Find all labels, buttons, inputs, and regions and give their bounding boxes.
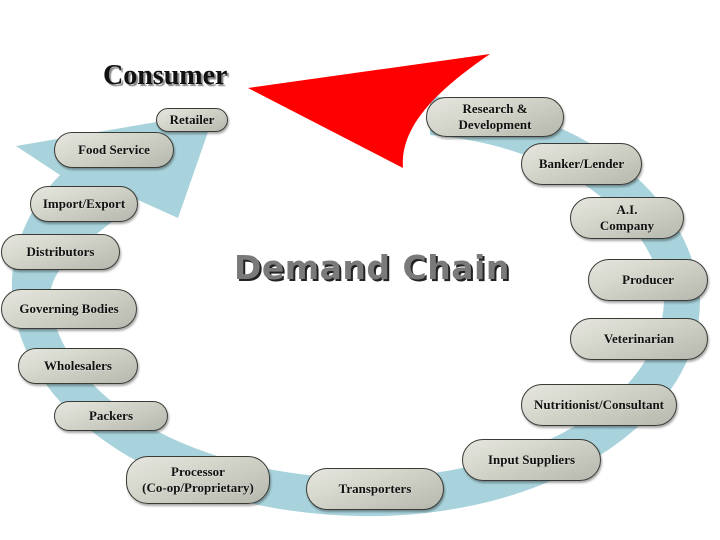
node-producer: Producer [588, 259, 708, 301]
node-banker: Banker/Lender [521, 143, 642, 185]
node-research: Research & Development [426, 97, 564, 137]
flow-arc [11, 96, 701, 517]
node-veterinarian: Veterinarian [570, 318, 708, 360]
node-nutritionist: Nutritionist/Consultant [521, 384, 677, 426]
node-packers: Packers [54, 401, 168, 431]
consumer-arrow [248, 54, 490, 168]
node-import-export: Import/Export [30, 186, 138, 222]
node-ai-company: A.I. Company [570, 197, 684, 239]
diagram-title: Demand Chain [234, 248, 510, 287]
node-input-suppliers: Input Suppliers [462, 439, 601, 481]
node-retailer: Retailer [156, 108, 228, 132]
node-food-service: Food Service [54, 132, 174, 168]
node-transporters: Transporters [306, 468, 444, 510]
node-distributors: Distributors [1, 234, 120, 270]
node-governing-bodies: Governing Bodies [1, 289, 137, 329]
node-processor: Processor (Co-op/Proprietary) [126, 456, 270, 504]
consumer-label: Consumer [103, 60, 228, 91]
node-wholesalers: Wholesalers [18, 348, 138, 384]
